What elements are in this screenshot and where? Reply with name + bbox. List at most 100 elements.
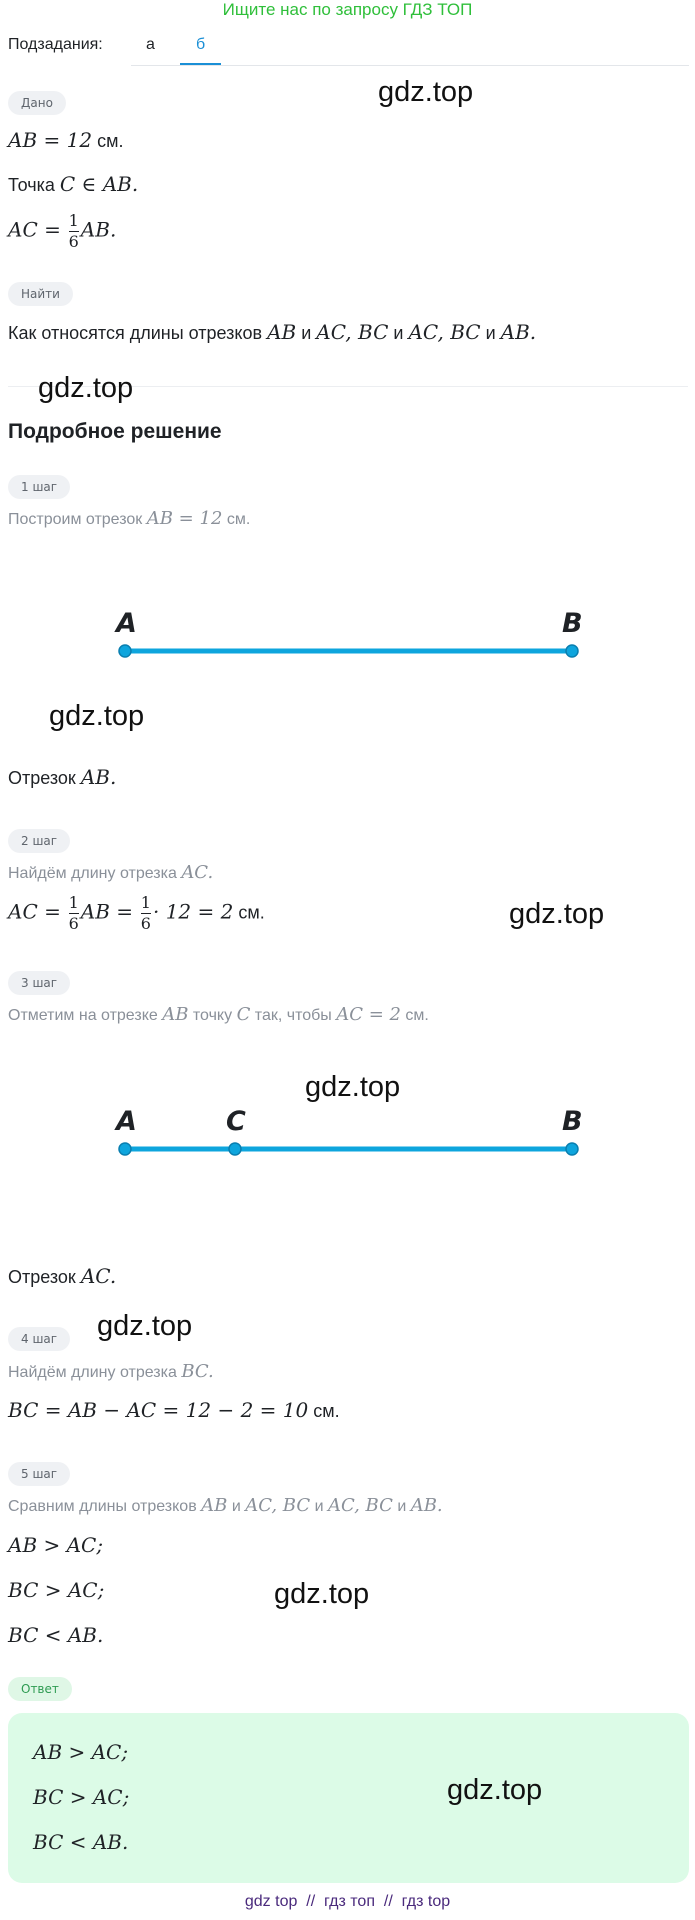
find-chip: Найти (8, 282, 73, 306)
solution-title: Подробное решение (8, 420, 222, 443)
subtask-tab-b[interactable]: б (196, 36, 206, 53)
step-2-text: Найдём длину отрезка AC. (8, 862, 213, 883)
math: AB (267, 320, 297, 344)
text: Построим отрезок (8, 511, 147, 528)
text: и (227, 1498, 246, 1515)
active-tab-indicator (180, 63, 221, 65)
text: и (392, 1498, 411, 1515)
math: C ∈ AB. (59, 172, 139, 196)
step-1-chip: 1 шаг (8, 475, 71, 499)
label-b: B (562, 608, 583, 639)
math: AC, BC (327, 1495, 393, 1516)
subtask-tab-a[interactable]: а (146, 36, 155, 53)
math: AB = 12 (146, 508, 223, 529)
unit: см. (233, 902, 265, 923)
step-5-result-2: BC > AC; (8, 1578, 104, 1602)
watermark: gdz.top (305, 1071, 401, 1103)
math: AC, BC (408, 320, 481, 344)
math: BC < AB. (8, 1623, 104, 1647)
answer-box (8, 1713, 689, 1883)
unit: см. (308, 1401, 340, 1421)
watermark: gdz.top (378, 76, 474, 108)
point-b (565, 644, 579, 658)
watermark: gdz.top (38, 372, 134, 404)
text: и (310, 1498, 328, 1515)
step-1-caption: Отрезок AB. (8, 765, 116, 789)
math: AC, BC (316, 320, 389, 344)
denominator: 6 (68, 914, 79, 933)
denominator: 6 (68, 232, 79, 251)
answer-chip: Ответ (8, 1677, 72, 1701)
unit: см. (400, 1007, 429, 1024)
text: Точка (8, 175, 60, 195)
step-3-caption: Отрезок AC. (8, 1264, 116, 1288)
text: так, чтобы (250, 1007, 337, 1024)
math: BC = AB − AC = 12 − 2 = 10 (8, 1398, 309, 1422)
step-4-chip: 4 шаг (8, 1327, 71, 1351)
find-line: Как относятся длины отрезков AB и AC, BC… (8, 320, 536, 344)
text: Найдём длину отрезка (8, 1364, 182, 1381)
math: AB. (500, 320, 537, 344)
math: AC. (181, 862, 214, 883)
label-b: B (562, 1106, 583, 1137)
subtasks-divider (131, 65, 689, 66)
math: AB > AC; (8, 1533, 104, 1557)
math: BC > AC; (33, 1785, 130, 1809)
math: AB = 12 (8, 128, 93, 152)
denominator: 6 (140, 914, 151, 933)
math: C (236, 1004, 251, 1025)
section-divider (8, 386, 688, 387)
given-chip: Дано (8, 91, 66, 115)
math: AB. (410, 1495, 443, 1516)
text: Отметим на отрезке (8, 1007, 163, 1024)
top-banner[interactable]: Ищите нас по запросу ГДЗ ТОП (222, 0, 473, 19)
point-c (228, 1142, 242, 1156)
math: BC. (181, 1361, 214, 1382)
answer-line-3: BC < AB. (33, 1830, 128, 1854)
watermark: gdz.top (97, 1310, 193, 1342)
math: AB. (80, 765, 117, 789)
watermark: gdz.top (49, 700, 145, 732)
text: Как относятся длины отрезков (8, 323, 268, 343)
numerator: 1 (140, 893, 151, 912)
math: AB. (80, 217, 117, 242)
subtasks-label: Подзадания: (8, 36, 103, 53)
step-3-text: Отметим на отрезке AB точку C так, чтобы… (8, 1004, 429, 1025)
math: AC = 2 (336, 1004, 401, 1025)
label-a: A (114, 608, 137, 639)
answer-line-1: AB > AC; (33, 1740, 128, 1764)
math: AC. (80, 1264, 117, 1288)
given-line-2: Точка C ∈ AB. (8, 172, 138, 196)
unit: см. (92, 131, 124, 151)
step-5-result-1: AB > AC; (8, 1533, 103, 1557)
segment-ac-diagram: A C B (114, 1106, 583, 1156)
math: AC, BC (245, 1495, 311, 1516)
numerator: 1 (68, 211, 79, 230)
text: Отрезок (8, 1267, 81, 1287)
math: AB (162, 1004, 189, 1025)
math: AB = (80, 899, 134, 924)
text: и (480, 323, 501, 343)
watermark: gdz.top (274, 1578, 370, 1610)
step-4-formula: BC = AB − AC = 12 − 2 = 10 см. (8, 1398, 340, 1422)
watermark: gdz.top (509, 898, 605, 930)
step-5-text: Сравним длины отрезков AB и AC, BC и AC,… (8, 1495, 443, 1516)
footer-links[interactable]: gdz top // гдз топ // гдз top (244, 1893, 451, 1910)
step-5-result-3: BC < AB. (8, 1623, 103, 1647)
unit: см. (222, 511, 251, 528)
point-a (118, 644, 132, 658)
watermark: gdz.top (447, 1774, 543, 1806)
math: BC < AB. (33, 1830, 129, 1854)
math: AB > AC; (33, 1740, 129, 1764)
math: AB (201, 1495, 228, 1516)
text: точку (188, 1007, 237, 1024)
point-a (118, 1142, 132, 1156)
step-4-text: Найдём длину отрезка BC. (8, 1361, 214, 1382)
text: и (388, 323, 409, 343)
math: · 12 = 2 (152, 899, 234, 924)
